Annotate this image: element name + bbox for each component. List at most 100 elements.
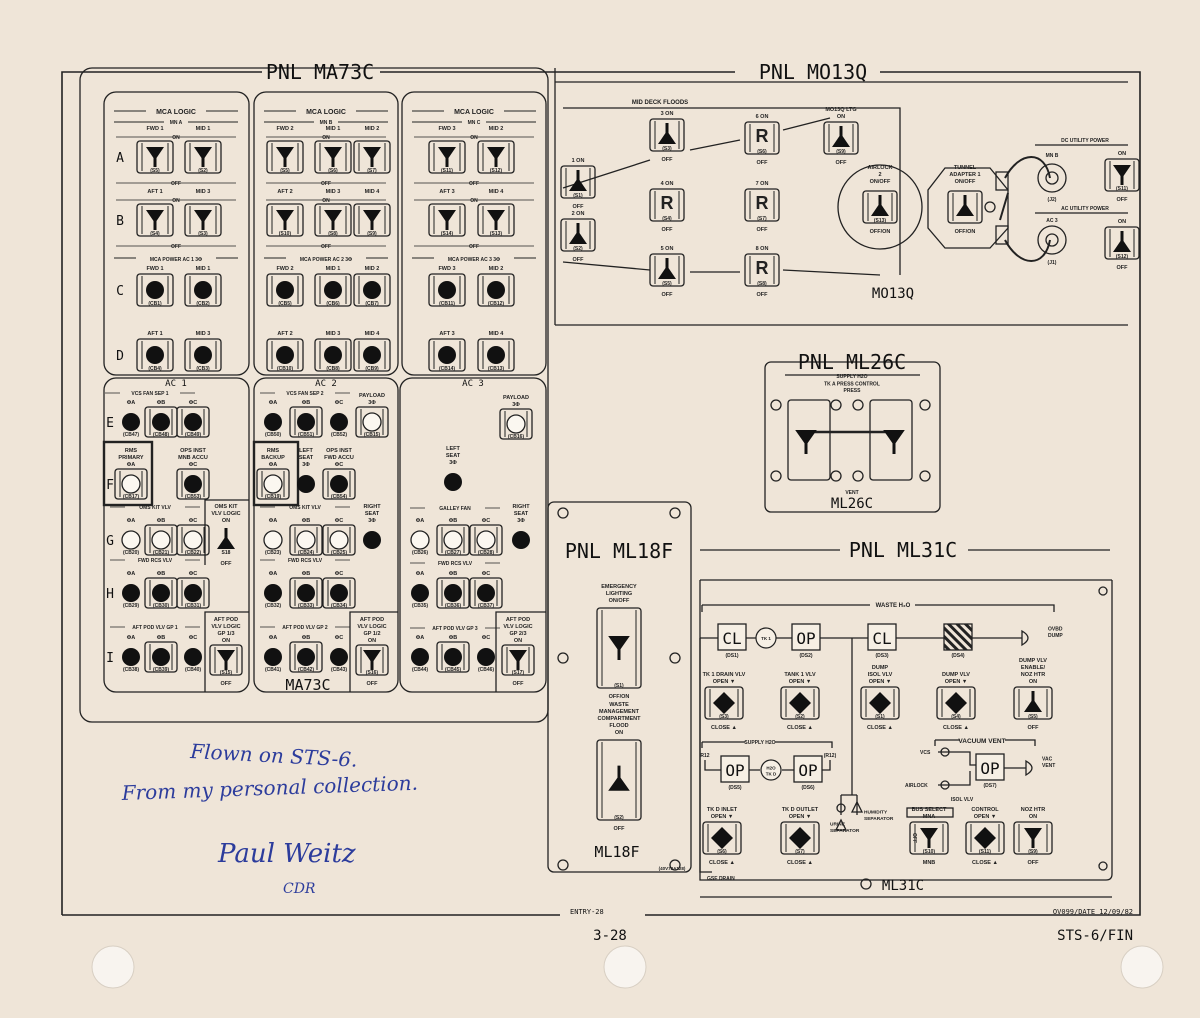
circuit-breaker-cb4[interactable]: AFT 1(CB4) (136, 331, 174, 372)
circuit-breaker-cb37[interactable]: ΦC(CB37) (469, 571, 503, 609)
rotary-switch-s8[interactable]: R8 ON(S8)OFF (744, 246, 780, 298)
circuit-breaker-cb10[interactable]: AFT 2(CB10) (266, 331, 304, 372)
toggle-switch-s6[interactable]: MID 1(S6) (314, 126, 352, 174)
circuit-breaker-cb32[interactable]: ΦA(CB32) (264, 571, 282, 609)
toggle-switch-s13[interactable]: MID 4(S13) (477, 189, 515, 237)
circuit-breaker-cb51[interactable]: ΦB(CB51) (289, 400, 323, 438)
toggle-switch-s9[interactable]: MID 4(S9) (353, 189, 391, 237)
toggle-switch-s4[interactable]: AFT 1(S4) (136, 189, 174, 237)
circuit-breaker-cb41[interactable]: ΦA(CB41) (264, 635, 282, 673)
circuit-breaker-cb33[interactable]: ΦB(CB33) (289, 571, 323, 609)
toggle-switch-s3[interactable]: MID 3(S3) (184, 189, 222, 237)
circuit-breaker-cb20[interactable]: ΦA(CB20) (121, 518, 141, 556)
toggle-switch-s5[interactable]: 5 ON(S5)OFF (649, 246, 685, 298)
rotary-switch-s7[interactable]: R7 ON(S7)OFF (744, 181, 780, 233)
toggle-switch-s14[interactable]: AFT 3(S14) (428, 189, 466, 237)
circuit-breaker-cb11[interactable]: FWD 3(CB11) (428, 266, 466, 307)
toggle-switch-s5[interactable]: FWD 1(S5) (136, 126, 174, 174)
circuit-breaker-cb21[interactable]: ΦB(CB21) (144, 518, 178, 556)
toggle-switch-s3[interactable]: 3 ON(S3)OFF (649, 111, 685, 163)
circuit-breaker-cb49[interactable]: ΦC(CB49) (176, 400, 210, 438)
circuit-breaker-cb6[interactable]: MID 1(CB6) (314, 266, 352, 307)
circuit-breaker-cb34[interactable]: ΦC(CB34) (322, 571, 356, 609)
toggle-switch-s7[interactable]: MID 2(S7) (353, 126, 391, 174)
circuit-breaker-cb30[interactable]: ΦB(CB30) (144, 571, 178, 609)
circuit-breaker-cb22[interactable]: ΦC(CB22) (176, 518, 210, 556)
circuit-breaker-cb25[interactable]: ΦC(CB25) (322, 518, 356, 556)
circuit-breaker-cb26[interactable]: ΦA(CB26) (410, 518, 430, 556)
toggle-switch-s1[interactable]: 1 ON(S1)OFF (560, 158, 596, 210)
circuit-breaker-cb7[interactable]: MID 2(CB7) (353, 266, 391, 307)
circuit-breaker-cb43[interactable]: ΦC(CB43) (330, 635, 348, 673)
circuit-breaker-cb12[interactable]: MID 2(CB12) (477, 266, 515, 307)
rotary-switch-s6[interactable]: R6 ON(S6)OFF (744, 114, 780, 166)
circuit-breaker-cb44[interactable]: ΦA(CB44) (411, 635, 429, 673)
circuit-breaker-cb52[interactable]: ΦC(CB52) (330, 400, 348, 438)
toggle-switch-s5[interactable]: FWD 2(S5) (266, 126, 304, 174)
circuit-breaker-cb5[interactable]: FWD 2(CB5) (266, 266, 304, 307)
toggle-switch-s12[interactable]: MID 2(S12) (477, 126, 515, 174)
toggle-switch-s11[interactable]: ON(S11)OFF (1104, 151, 1140, 203)
toggle-switch-s10[interactable]: AFT 2(S10) (266, 189, 304, 237)
circuit-breaker-cb38[interactable]: ΦA(CB38) (122, 635, 140, 673)
toggle-switch-s12[interactable]: ON(S12)OFF (1104, 219, 1140, 271)
circuit-breaker-cb39[interactable]: ΦB(CB39) (144, 635, 178, 673)
circuit-breaker-cb40[interactable]: ΦC(CB40) (184, 635, 202, 673)
circuit-breaker-cb29[interactable]: ΦA(CB29) (122, 571, 140, 609)
toggle-switch-s11[interactable]: FWD 3(S11) (428, 126, 466, 174)
circuit-breaker-cb23[interactable]: ΦA(CB23) (263, 518, 283, 556)
circuit-breaker-cb50[interactable]: ΦA(CB50) (264, 400, 282, 438)
circuit-breaker-cb8[interactable]: MID 3(CB8) (314, 331, 352, 372)
circuit-breaker-cb14[interactable]: AFT 3(CB14) (428, 331, 466, 372)
rotary-switch-s4[interactable]: R4 ON(S4)OFF (649, 181, 685, 233)
circuit-breaker-cb3[interactable]: MID 3(CB3) (184, 331, 222, 372)
toggle-switch-s8[interactable]: MID 3(S8) (314, 189, 352, 237)
circuit-breaker-cb13[interactable]: MID 4(CB13) (477, 331, 515, 372)
circuit-breaker-cb48[interactable]: ΦB(CB48) (144, 400, 178, 438)
circuit-breaker-cb45[interactable]: ΦB(CB45) (436, 635, 470, 673)
circuit-breaker-cb42[interactable]: ΦB(CB42) (289, 635, 323, 673)
circuit-breaker-cb36[interactable]: ΦB(CB36) (436, 571, 470, 609)
circuit-breaker-cb1[interactable]: FWD 1(CB1) (136, 266, 174, 307)
circuit-breaker-cb31[interactable]: ΦC(CB31) (176, 571, 210, 609)
circuit-breaker-cb9[interactable]: MID 4(CB9) (353, 331, 391, 372)
circuit-breaker-cb28[interactable]: ΦC(CB28) (469, 518, 503, 556)
toggle-switch-s2[interactable]: MID 1(S2) (184, 126, 222, 174)
circuit-breaker-cb24[interactable]: ΦB(CB24) (289, 518, 323, 556)
circuit-breaker-cb2[interactable]: MID 1(CB2) (184, 266, 222, 307)
circuit-breaker-cb46[interactable]: ΦC(CB46) (477, 635, 495, 673)
circuit-breaker-cb47[interactable]: ΦA(CB47) (122, 400, 140, 438)
circuit-breaker-cb27[interactable]: ΦB(CB27) (436, 518, 470, 556)
circuit-breaker-cb35[interactable]: ΦA(CB35) (411, 571, 429, 609)
toggle-switch-s2[interactable]: 2 ON(S2)OFF (560, 211, 596, 263)
